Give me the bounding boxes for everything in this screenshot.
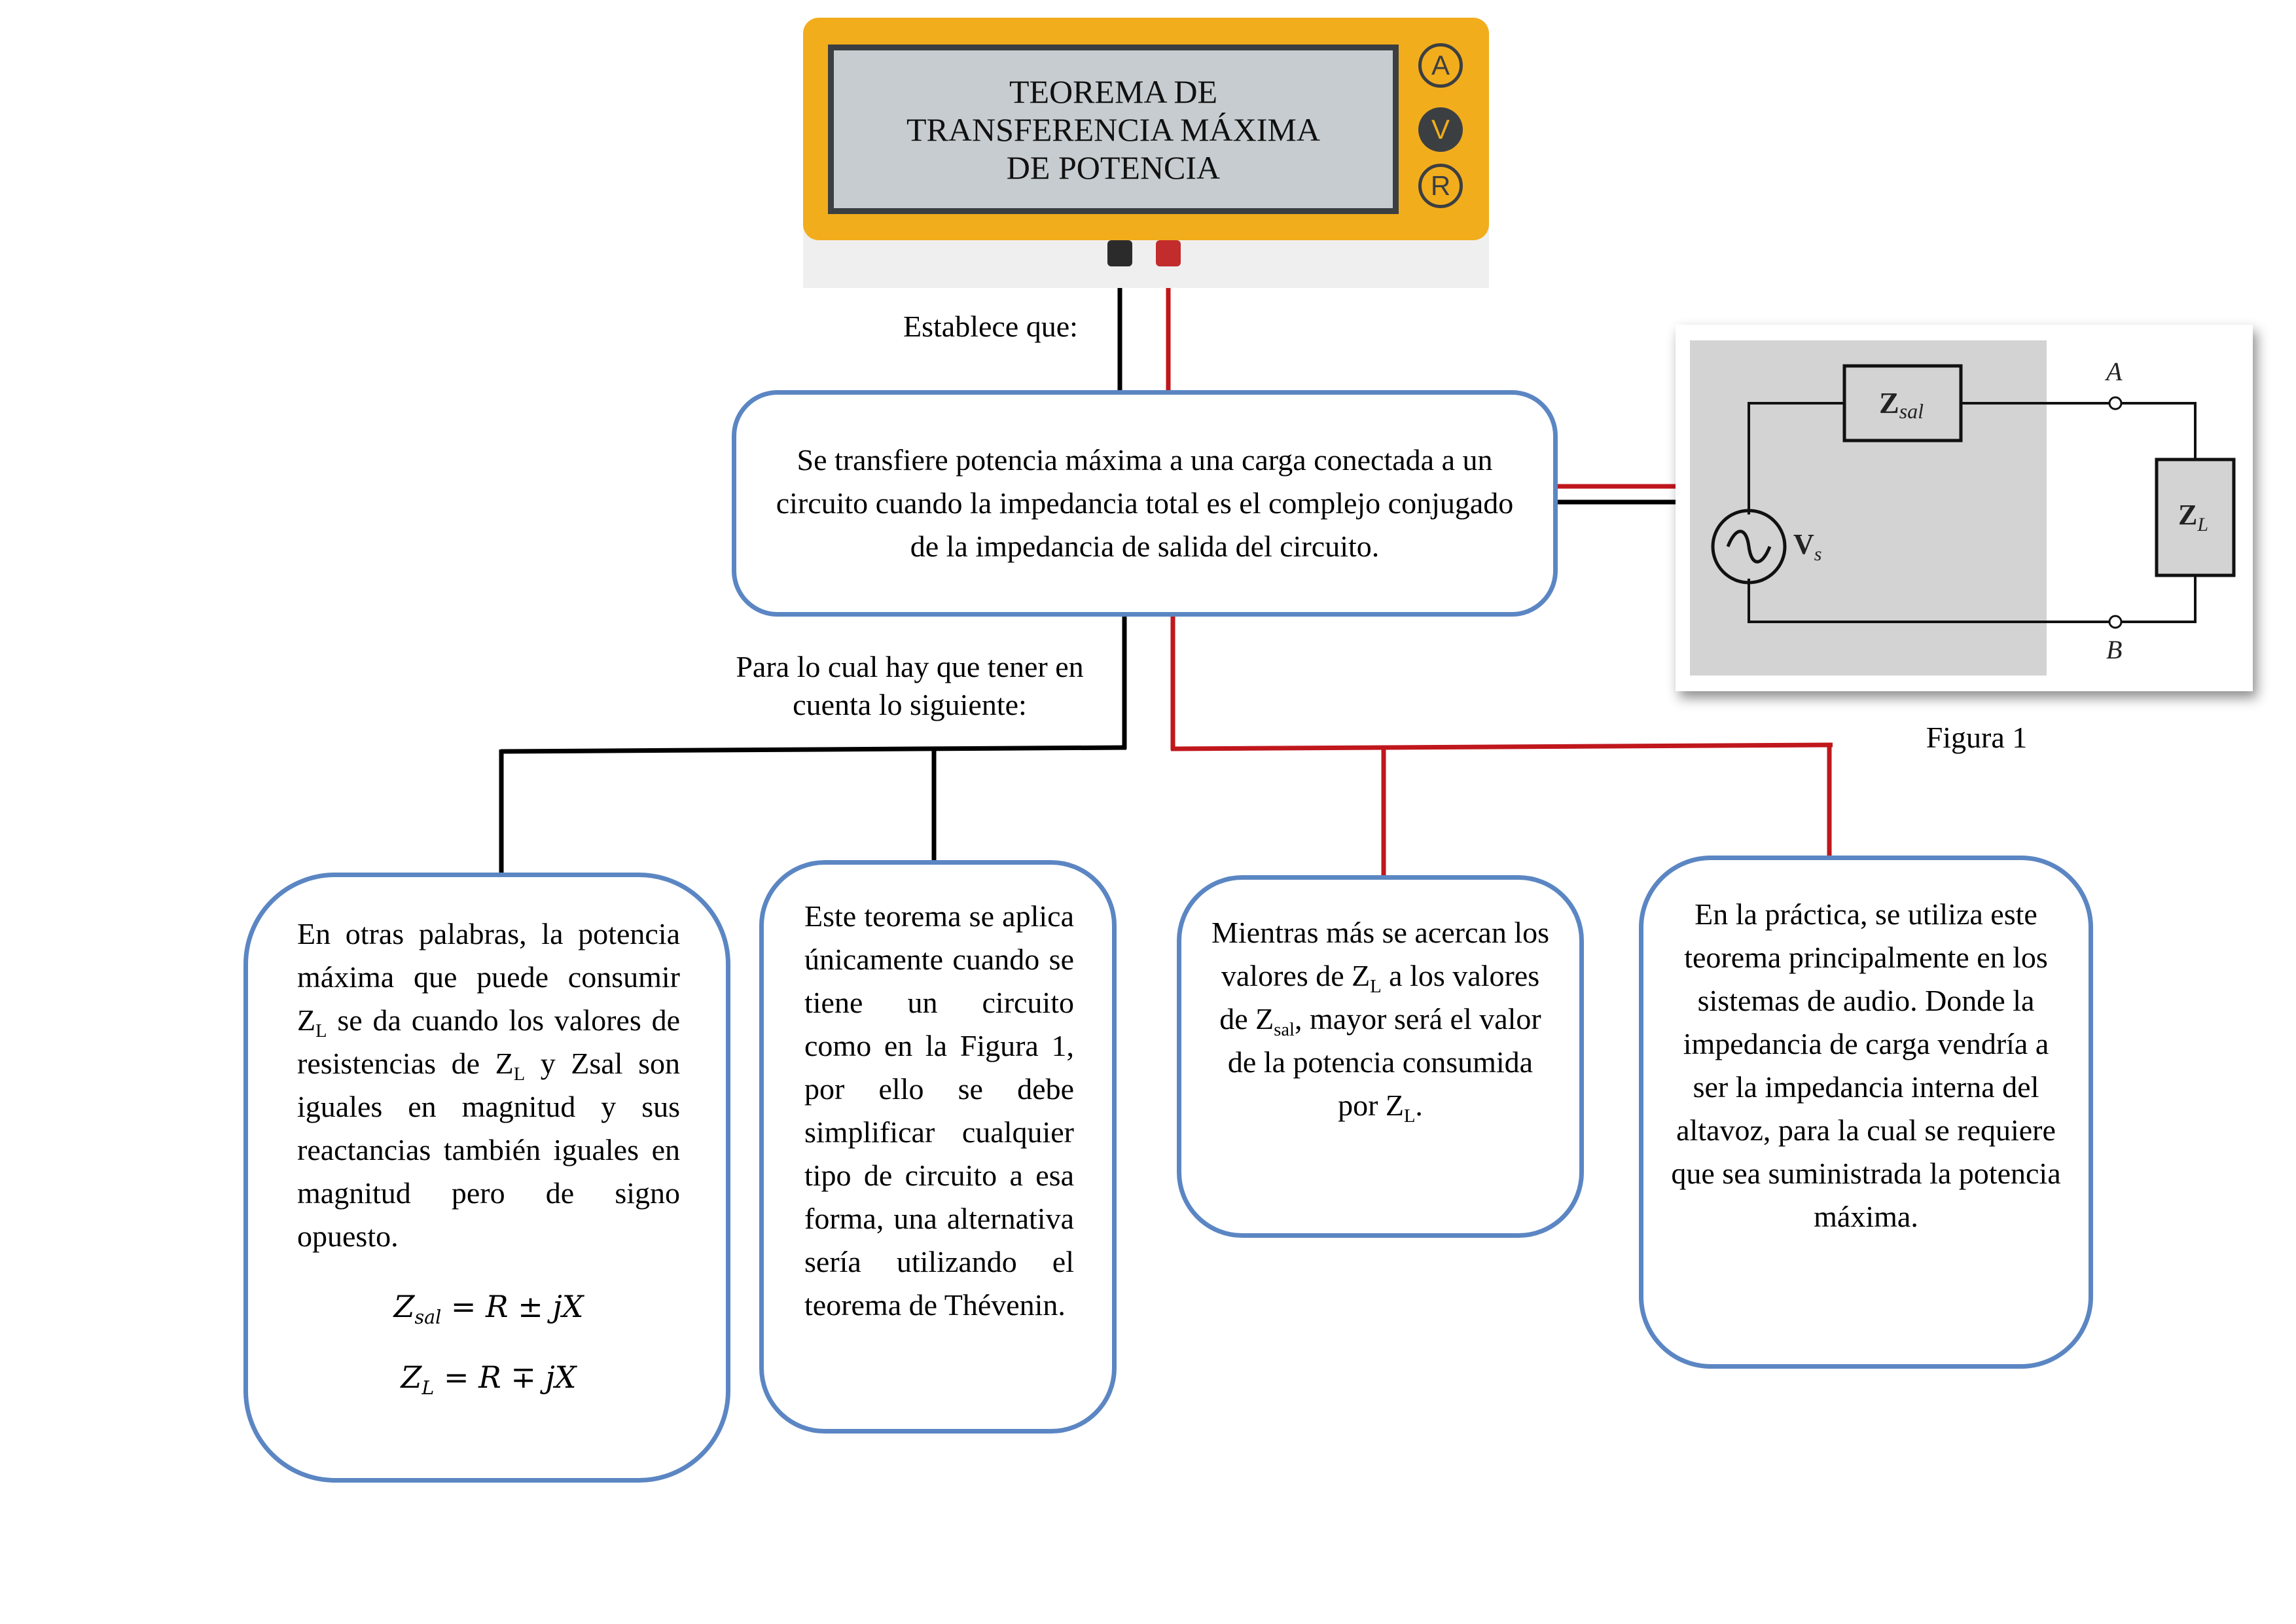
formula-zsal-base: Z (393, 1289, 415, 1324)
box1-sub-1: L (315, 1021, 327, 1042)
box1-text-1: En otras palabras, la potencia máxima qu… (297, 917, 680, 1037)
circuit-wire-a-to-load (2118, 402, 2197, 460)
box-thevenin: Este teorema se aplica únicamente cuando… (759, 860, 1117, 1434)
box3-sub-3: L (1404, 1106, 1416, 1127)
probe-red-plug (1156, 240, 1181, 266)
meter-button-v: V (1418, 107, 1463, 152)
zsal-label: Zsal (1879, 386, 1924, 423)
zl-label: ZL (2178, 499, 2208, 535)
box-audio-systems: En la práctica, se utiliza este teorema … (1639, 856, 2093, 1369)
meter-button-a: A (1418, 43, 1463, 88)
black-wires (499, 265, 1676, 873)
probe-black-plug (1107, 240, 1132, 266)
page-title: TEOREMA DE TRANSFERENCIA MÁXIMA DE POTEN… (906, 73, 1320, 186)
node-a-terminal (2108, 396, 2123, 410)
box4-text: En la práctica, se utiliza este teorema … (1671, 897, 2061, 1233)
label-establece: Establece que: (903, 310, 1078, 343)
vs-label: Vs (1793, 528, 1821, 565)
box-closer-values: Mientras más se acercan los valores de Z… (1177, 875, 1584, 1238)
formula-zl-rest: = R ∓ jX (434, 1360, 577, 1395)
wire-red-horizontal (1170, 742, 1833, 751)
main-statement-box: Se transfiere potencia máxima a una carg… (732, 390, 1558, 617)
circuit-wire-top-left (1748, 402, 1844, 514)
box2-text: Este teorema se aplica únicamente cuando… (804, 899, 1074, 1322)
formula-zsal-sub: sal (414, 1307, 442, 1329)
ac-source-icon (1711, 509, 1787, 585)
box1-text-2: se da cuando los valores de resistencias… (297, 1003, 680, 1080)
box3-text-4: . (1415, 1089, 1423, 1122)
wire-black-horizontal (500, 745, 1127, 754)
box3-sub-2: sal (1274, 1020, 1295, 1041)
formula-zsal: Zsal = R ± jX (297, 1287, 680, 1329)
zsal-impedance-box (1842, 364, 1963, 442)
box3-sub-1: L (1370, 977, 1382, 998)
meter-button-r: R (1418, 164, 1463, 208)
label-para-lo-cual: Para lo cual hay que tener en cuenta lo … (736, 650, 1084, 721)
node-b-terminal (2108, 615, 2123, 629)
circuit-wire-b-to-load (2118, 575, 2197, 623)
box-equal-magnitude: En otras palabras, la potencia máxima qu… (243, 873, 730, 1483)
box1-text-3: y Zsal son iguales en magnitud y sus rea… (297, 1047, 680, 1253)
circuit-diagram: Zsal Vs ZL A B (1711, 357, 2236, 664)
main-statement-text: Se transfiere potencia máxima a una carg… (776, 443, 1514, 563)
formula-zl-sub: L (422, 1377, 435, 1399)
box1-paragraph: En otras palabras, la potencia máxima qu… (297, 912, 680, 1258)
node-a-label: A (2104, 357, 2123, 386)
box3-text-1: Mientras más se acercan los valores de Z (1211, 916, 1550, 992)
multimeter-screen: TEOREMA DE TRANSFERENCIA MÁXIMA DE POTEN… (828, 45, 1399, 214)
box3-text-3: , mayor será el valor de la potencia con… (1227, 1002, 1541, 1122)
formula-zsal-rest: = R ± jX (441, 1289, 584, 1324)
formula-zl-base: Z (401, 1360, 422, 1395)
sine-wave-icon (1726, 530, 1772, 564)
formula-zl: ZL = R ∓ jX (297, 1358, 680, 1399)
zl-impedance-box (2155, 458, 2236, 577)
box3-text-2: a los valores de Z (1219, 959, 1540, 1036)
circuit-wire-bottom (1748, 579, 2113, 623)
node-b-label: B (2106, 635, 2122, 664)
figure-caption: Figura 1 (1926, 721, 2028, 754)
box1-sub-2: L (513, 1064, 526, 1085)
